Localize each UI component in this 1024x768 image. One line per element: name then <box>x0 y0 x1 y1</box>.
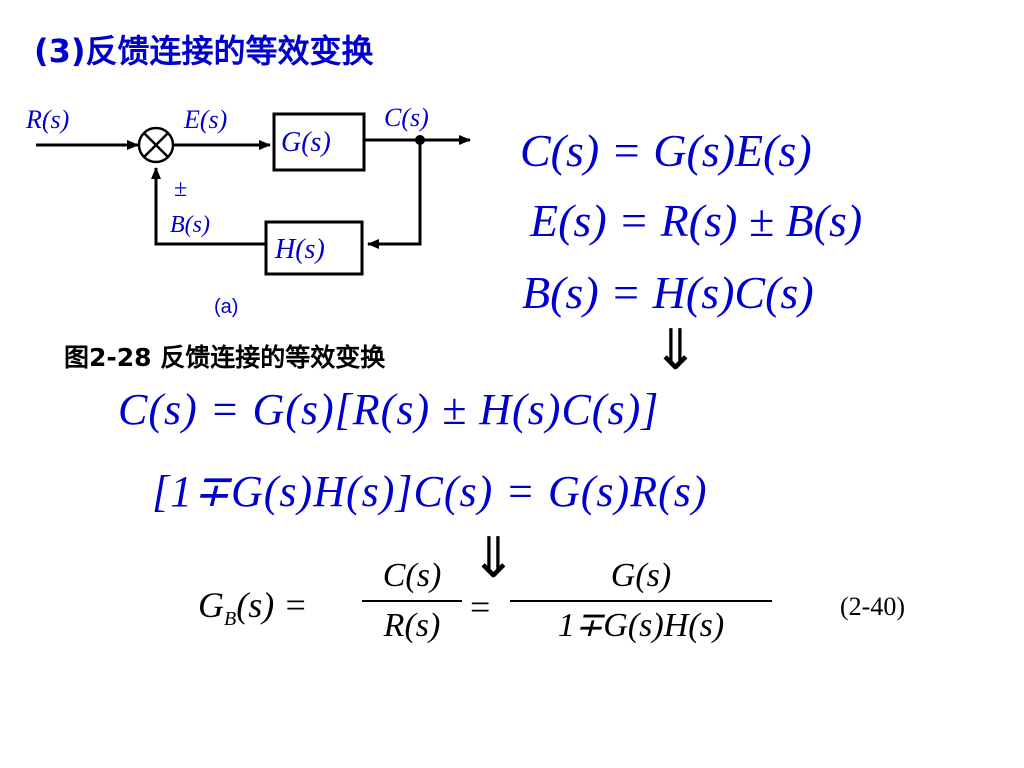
lhs-g: G <box>198 585 224 625</box>
fraction2-denominator: 1∓G(s)H(s) <box>557 607 725 644</box>
equals-sign: = <box>470 587 491 627</box>
fraction1-denominator: R(s) <box>383 607 441 644</box>
signal-r-label: R(s) <box>25 105 69 134</box>
fraction1-bar <box>362 600 462 602</box>
fraction1-numerator: C(s) <box>382 557 442 594</box>
h-block-label: H(s) <box>274 234 325 265</box>
g-block <box>272 112 366 172</box>
equation-number: (2-40) <box>840 592 905 621</box>
summing-junction <box>137 126 175 164</box>
fraction-c-over-r: C(s) R(s) <box>362 556 462 646</box>
implies-arrow-icon: ⇓ <box>652 318 699 383</box>
signal-e-label: E(s) <box>183 105 227 134</box>
closed-loop-lhs: GB(s) = <box>198 584 308 631</box>
equation-e: E(s) = R(s) ± B(s) <box>530 195 863 246</box>
lhs-subscript: B <box>224 608 237 631</box>
figure-caption: 图2-28 反馈连接的等效变换 <box>64 343 386 372</box>
feedback-block-diagram: R(s) E(s) C(s) G(s) H(s) ± B(s) <box>25 103 471 276</box>
g-block-label: G(s) <box>281 127 331 158</box>
pm-sign-label: ± <box>174 176 187 202</box>
feedback-line-to-h <box>367 140 422 249</box>
equation-c: C(s) = G(s)E(s) <box>520 125 812 176</box>
fraction2-numerator: G(s) <box>610 557 672 594</box>
equation-rearranged: [1∓G(s)H(s)]C(s) = G(s)R(s) <box>152 467 708 516</box>
fraction-g-over-1-gh: G(s) 1∓G(s)H(s) <box>510 556 772 646</box>
implies-arrow-icon: ⇓ <box>470 526 517 591</box>
signal-b-label: B(s) <box>170 212 210 238</box>
equation-substituted: C(s) = G(s)[R(s) ± H(s)C(s)] <box>118 385 660 434</box>
sub-figure-label: (a) <box>214 296 239 318</box>
slide-title: (3)反馈连接的等效变换 <box>34 32 374 70</box>
fraction2-bar <box>510 600 772 602</box>
lhs-arg: (s) = <box>236 585 308 625</box>
equation-b: B(s) = H(s)C(s) <box>522 267 814 318</box>
h-block <box>264 220 364 276</box>
signal-c-label: C(s) <box>384 103 429 132</box>
feedback-line-to-junction <box>151 167 266 246</box>
